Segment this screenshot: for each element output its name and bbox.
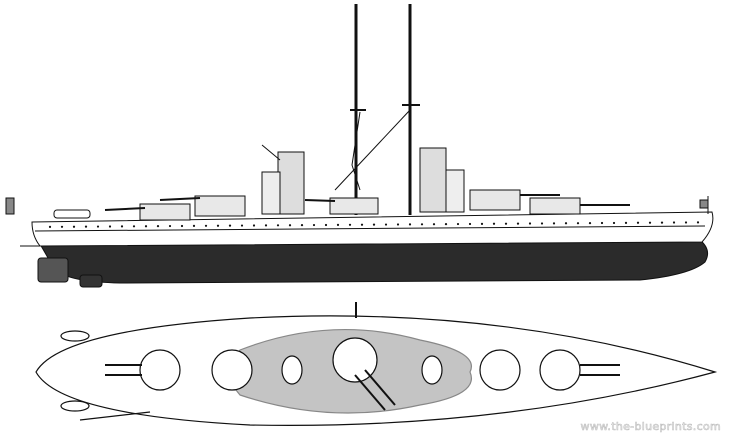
fore-funnel-tower xyxy=(277,151,305,215)
propeller-shaft-bracket xyxy=(79,274,103,288)
porthole xyxy=(192,224,196,227)
top-plan-view xyxy=(35,302,718,426)
porthole xyxy=(300,224,304,227)
boom-line xyxy=(79,411,151,421)
turret-b xyxy=(194,195,246,217)
rudder xyxy=(37,257,69,283)
porthole xyxy=(384,223,388,226)
fore-bridge xyxy=(261,171,281,215)
porthole xyxy=(672,221,676,224)
porthole xyxy=(108,225,112,228)
porthole xyxy=(216,224,220,227)
porthole xyxy=(648,221,652,224)
signal-spar xyxy=(261,144,281,161)
turret-plan-d xyxy=(479,349,521,391)
porthole xyxy=(372,223,376,226)
porthole xyxy=(228,224,232,227)
porthole xyxy=(552,222,556,225)
porthole xyxy=(624,221,628,224)
porthole xyxy=(612,221,616,225)
watermark: www.the-blueprints.com xyxy=(580,420,721,434)
turret-e xyxy=(529,197,581,215)
porthole xyxy=(72,225,76,228)
porthole xyxy=(120,225,124,228)
main-turrets xyxy=(104,189,630,221)
porthole xyxy=(264,224,268,227)
porthole xyxy=(336,223,340,226)
porthole xyxy=(204,224,208,227)
porthole xyxy=(408,223,412,226)
porthole xyxy=(576,222,580,225)
porthole xyxy=(132,225,136,228)
turret-plan-a xyxy=(139,349,181,391)
turret-a xyxy=(139,203,191,221)
stern-flag xyxy=(5,197,15,215)
boat-plan xyxy=(60,330,90,342)
boat xyxy=(53,209,91,219)
aft-funnel-tower xyxy=(419,147,447,213)
side-profile-view xyxy=(5,4,714,288)
porthole xyxy=(432,223,436,226)
porthole xyxy=(588,222,592,225)
porthole xyxy=(180,224,184,228)
porthole xyxy=(96,225,100,228)
turret-plan-b xyxy=(211,349,253,391)
jack-flag xyxy=(699,199,709,209)
porthole xyxy=(348,223,352,226)
porthole xyxy=(444,223,448,226)
porthole xyxy=(528,222,532,225)
porthole xyxy=(660,221,664,224)
upper-hull xyxy=(31,211,714,247)
porthole xyxy=(312,223,316,227)
porthole xyxy=(420,223,424,226)
fore-funnel-plan xyxy=(281,355,303,385)
portholes xyxy=(48,221,700,228)
porthole xyxy=(396,223,400,226)
turret-plan-e xyxy=(539,349,581,391)
lower-hull xyxy=(39,239,709,284)
derrick-boom xyxy=(334,109,411,191)
turret-plans xyxy=(139,337,581,391)
porthole xyxy=(144,225,148,228)
porthole xyxy=(636,221,640,224)
porthole xyxy=(564,222,568,225)
porthole xyxy=(60,225,64,228)
turret-d xyxy=(469,189,521,211)
porthole xyxy=(504,222,508,225)
porthole xyxy=(516,222,520,225)
porthole xyxy=(252,224,256,227)
porthole xyxy=(84,225,88,228)
porthole xyxy=(480,222,484,225)
porthole xyxy=(456,222,460,226)
boat-plan xyxy=(60,400,90,412)
porthole xyxy=(684,221,688,224)
porthole xyxy=(48,225,52,228)
porthole xyxy=(276,224,280,227)
turret-c xyxy=(329,197,379,215)
porthole xyxy=(288,224,292,227)
porthole xyxy=(168,224,172,228)
porthole xyxy=(492,222,496,225)
porthole xyxy=(360,223,364,226)
porthole xyxy=(324,223,328,227)
porthole xyxy=(468,222,472,226)
rigging xyxy=(351,111,361,191)
porthole xyxy=(600,221,604,225)
aft-bridge xyxy=(445,169,465,213)
aft-funnel-plan xyxy=(421,355,443,385)
porthole xyxy=(240,224,244,227)
porthole xyxy=(156,225,160,228)
deck-line xyxy=(34,225,706,232)
porthole xyxy=(540,222,544,225)
porthole xyxy=(696,221,700,224)
